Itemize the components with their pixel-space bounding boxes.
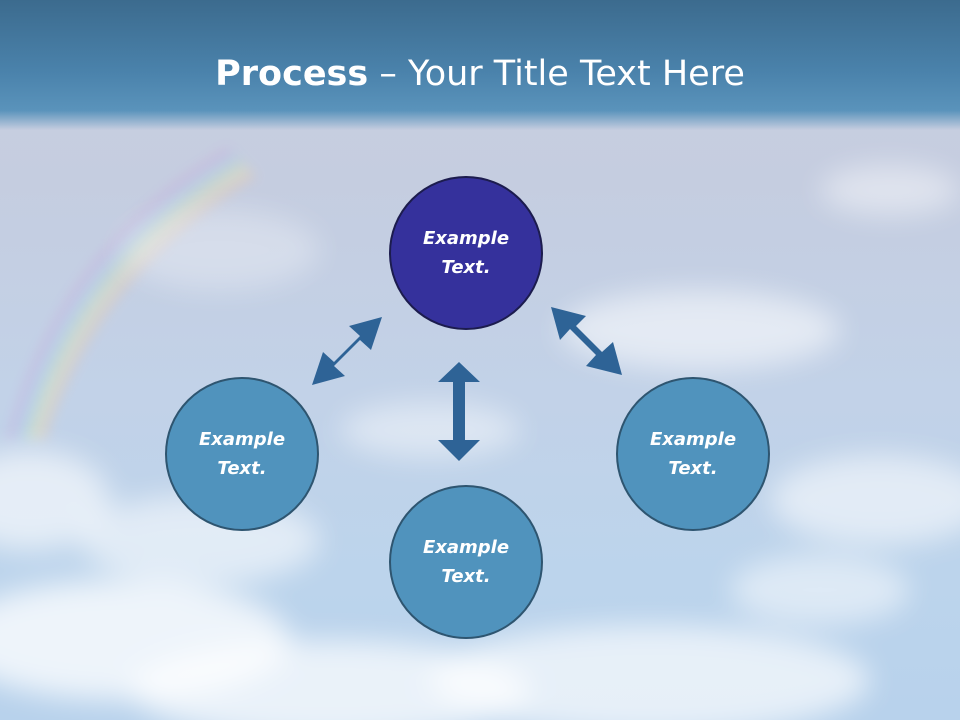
node-bottom: Example Text. [389,485,543,639]
node-left-label: Example Text. [187,425,297,483]
node-bottom-label: Example Text. [411,533,521,591]
node-right-label: Example Text. [638,425,748,483]
node-top-label: Example Text. [411,224,521,282]
node-right: Example Text. [616,377,770,531]
node-left: Example Text. [165,377,319,531]
arrow-left [312,317,382,385]
arrow-vertical [438,362,480,461]
node-top: Example Text. [389,176,543,330]
arrow-right [551,307,622,375]
